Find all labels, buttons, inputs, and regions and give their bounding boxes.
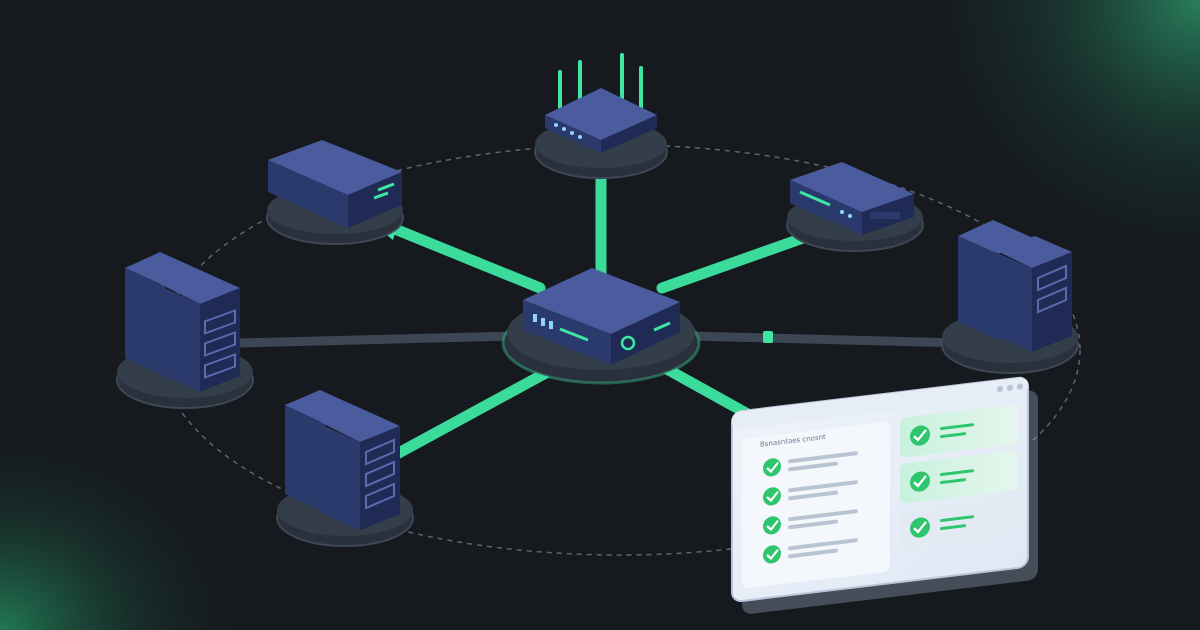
checkmark-icon	[763, 458, 781, 477]
server-tower-icon	[958, 220, 1072, 352]
right-checklist	[900, 404, 1018, 550]
green-links	[379, 156, 826, 461]
network-appliance-icon	[790, 162, 914, 235]
appliance-node-top-left	[266, 140, 404, 245]
checkmark-icon	[763, 545, 781, 564]
left-checklist	[742, 421, 890, 589]
checkmark-icon	[763, 487, 781, 506]
checkmark-icon	[910, 425, 930, 446]
network-appliance-icon	[268, 140, 402, 228]
status-panel: Bsnasntaes cnosnt	[731, 376, 1038, 614]
server-node-right	[941, 220, 1079, 374]
hub-node-center	[501, 268, 701, 385]
server-tower-icon	[285, 390, 400, 530]
server-node-left	[116, 252, 254, 409]
checkmark-icon	[910, 517, 930, 538]
server-node-bottom-left	[276, 390, 414, 547]
checkmark-icon	[763, 516, 781, 535]
glow-bottom-left	[0, 380, 300, 630]
appliance-node-top-right	[786, 162, 924, 252]
router-icon	[545, 53, 657, 153]
checkmark-icon	[910, 471, 930, 492]
hub-switch-icon	[523, 268, 680, 365]
router-node	[534, 53, 668, 179]
server-tower-icon	[125, 252, 240, 392]
